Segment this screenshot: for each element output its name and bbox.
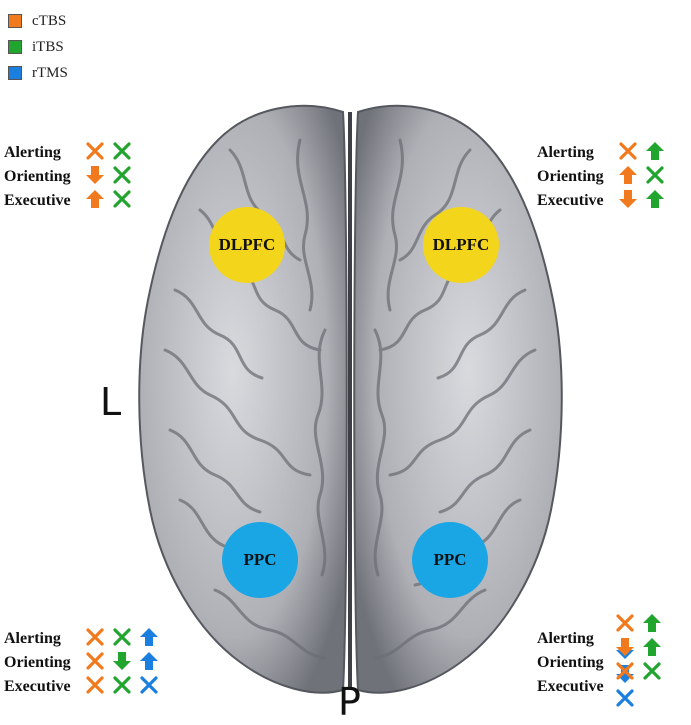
posterior-label: P (338, 680, 361, 724)
left-hemisphere (138, 104, 348, 694)
cross-icon (615, 689, 634, 707)
effect-row: Alerting (4, 627, 165, 651)
legend-item-itbs: iTBS (8, 34, 68, 60)
right-hemisphere (353, 104, 563, 694)
cross-icon (86, 141, 104, 160)
effect-symbols (617, 164, 671, 191)
effect-symbols (614, 636, 691, 690)
effect-row: Alerting (537, 614, 691, 659)
arrow-up-icon (140, 651, 158, 670)
effect-symbols (84, 674, 165, 701)
arrow-up-icon (642, 614, 661, 632)
network-label: Alerting (537, 630, 594, 647)
effect-symbols (84, 188, 138, 215)
arrow-up-icon (646, 141, 664, 160)
cross-icon (86, 651, 104, 670)
effects-panel-top-left: Alerting Orienting Executive (4, 141, 138, 213)
dlpfc-left-marker: DLPFC (209, 207, 285, 283)
cross-icon (86, 675, 104, 694)
network-label: Orienting (4, 654, 71, 671)
region-label: PPC (243, 550, 277, 569)
legend-label: rTMS (32, 64, 68, 81)
ppc-left-marker: PPC (222, 522, 298, 598)
arrow-down-icon (113, 651, 131, 670)
effect-symbols (84, 626, 165, 653)
cross-icon (113, 627, 131, 646)
arrow-up-icon (642, 638, 661, 656)
legend: cTBS iTBS rTMS (8, 8, 68, 86)
dlpfc-right-marker: DLPFC (423, 207, 499, 283)
cross-icon (619, 141, 637, 160)
legend-label: cTBS (32, 12, 67, 29)
left-side-label: L (100, 380, 122, 424)
network-label: Alerting (4, 144, 61, 161)
effects-panel-bottom-left: Alerting Orienting Executive (4, 627, 165, 699)
effects-panel-bottom-right: Alerting Orienting Executive (537, 614, 691, 707)
legend-item-rtms: rTMS (8, 60, 68, 86)
cross-icon (615, 614, 634, 632)
region-label: DLPFC (432, 235, 490, 254)
legend-label: iTBS (32, 38, 64, 55)
network-label: Executive (4, 678, 71, 695)
cross-icon (113, 165, 131, 184)
legend-item-ctbs: cTBS (8, 8, 68, 34)
effect-symbols (617, 140, 671, 167)
cross-icon (86, 627, 104, 646)
arrow-down-icon (619, 189, 637, 208)
effect-row: Alerting (4, 141, 138, 165)
cross-icon (615, 662, 634, 680)
effect-symbols (84, 164, 138, 191)
ctbs-swatch (8, 14, 22, 28)
arrow-down-icon (615, 638, 634, 656)
cross-icon (113, 141, 131, 160)
effect-row: Executive (537, 662, 691, 707)
arrow-up-icon (646, 189, 664, 208)
effect-row: Orienting (4, 651, 165, 675)
effect-row: Executive (4, 675, 165, 699)
network-label: Orienting (4, 168, 71, 185)
effect-symbols (617, 188, 671, 215)
ppc-right-marker: PPC (412, 522, 488, 598)
network-label: Orienting (537, 654, 604, 671)
arrow-up-icon (619, 165, 637, 184)
effect-row: Orienting (4, 165, 138, 189)
network-label: Executive (4, 192, 71, 209)
network-label: Orienting (537, 168, 604, 185)
effect-symbols (84, 140, 138, 167)
network-label: Executive (537, 678, 604, 695)
rtms-swatch (8, 66, 22, 80)
network-label: Executive (537, 192, 604, 209)
network-label: Alerting (4, 630, 61, 647)
effect-row: Alerting (537, 141, 671, 165)
effect-symbols (84, 650, 165, 677)
cross-icon (642, 662, 661, 680)
arrow-down-icon (615, 665, 634, 683)
arrow-up-icon (86, 189, 104, 208)
effects-panel-top-right: Alerting Orienting Executive (537, 141, 671, 213)
effect-row: Orienting (537, 165, 671, 189)
arrow-up-icon (140, 627, 158, 646)
cross-icon (113, 675, 131, 694)
effect-row: Executive (537, 189, 671, 213)
arrow-down-icon (86, 165, 104, 184)
cross-icon (113, 189, 131, 208)
region-label: DLPFC (218, 235, 276, 254)
cross-icon (140, 675, 158, 694)
itbs-swatch (8, 40, 22, 54)
region-label: PPC (433, 550, 467, 569)
effect-row: Orienting (537, 638, 691, 683)
cross-icon (646, 165, 664, 184)
effect-row: Executive (4, 189, 138, 213)
effect-symbols (614, 660, 691, 714)
network-label: Alerting (537, 144, 594, 161)
